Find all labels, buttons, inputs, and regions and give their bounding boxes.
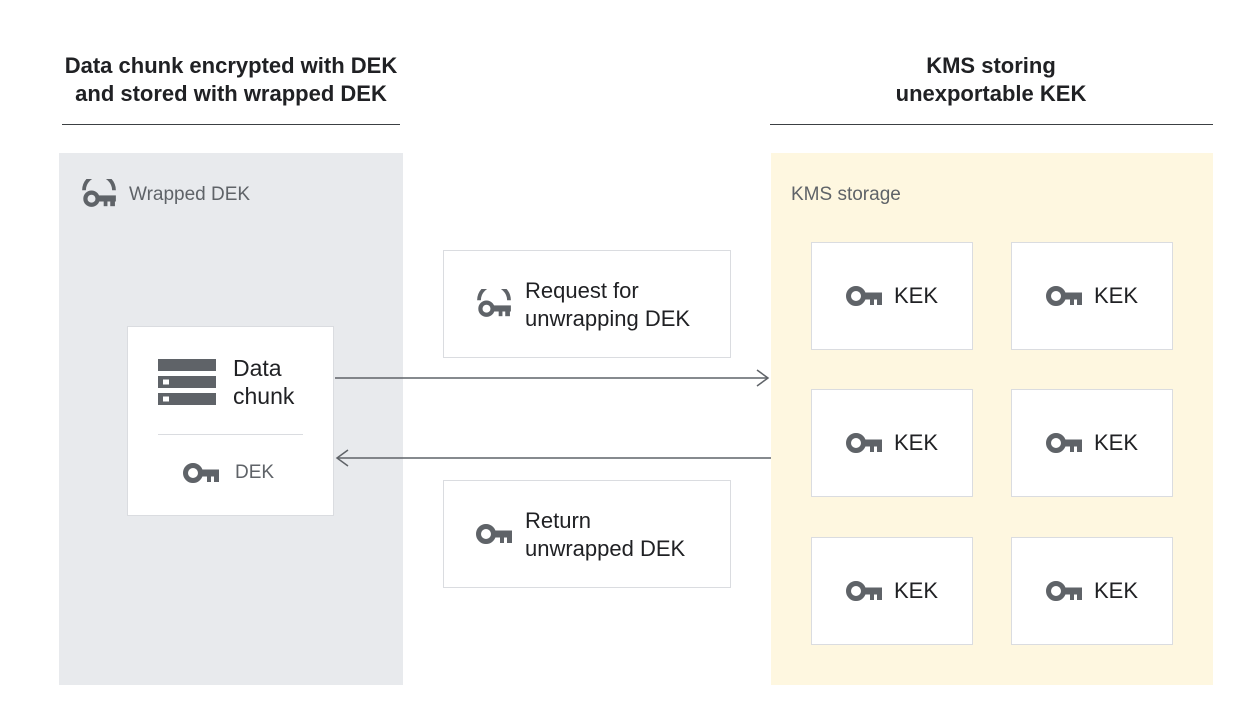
kek-box: KEK: [1011, 537, 1173, 645]
right-heading-divider: [770, 124, 1213, 125]
right-heading-line1: KMS storing: [926, 53, 1056, 78]
request-message-text: Request for unwrapping DEK: [525, 277, 690, 333]
return-line2: unwrapped DEK: [525, 536, 686, 561]
kek-key-icon: [846, 432, 882, 454]
database-icon: [158, 359, 216, 405]
request-line2: unwrapping DEK: [525, 306, 691, 331]
kek-box: KEK: [811, 242, 973, 350]
return-line1: Return: [525, 508, 592, 533]
kek-key-icon: [846, 580, 882, 602]
right-heading-line2: unexportable KEK: [895, 81, 1087, 106]
return-arrow: [335, 449, 771, 467]
left-heading: Data chunk encrypted with DEK and stored…: [40, 52, 422, 108]
kek-key-icon: [1046, 580, 1082, 602]
wrapped-dek-label: Wrapped DEK: [129, 184, 251, 205]
kek-label: KEK: [1093, 578, 1139, 603]
left-heading-line2: and stored with wrapped DEK: [75, 81, 387, 106]
return-message-text: Return unwrapped DEK: [525, 507, 685, 563]
kek-box: KEK: [1011, 389, 1173, 497]
request-message-box: [443, 250, 731, 358]
data-chunk-label: Data chunk: [233, 354, 294, 410]
request-line1: Request for: [525, 278, 639, 303]
kek-box: KEK: [1011, 242, 1173, 350]
kek-box: KEK: [811, 389, 973, 497]
right-heading: KMS storing unexportable KEK: [790, 52, 1192, 108]
kek-box: KEK: [811, 537, 973, 645]
kek-label: KEK: [893, 283, 939, 308]
kek-key-icon: [846, 285, 882, 307]
kek-label: KEK: [1093, 430, 1139, 455]
kek-key-icon: [1046, 432, 1082, 454]
left-heading-divider: [62, 124, 400, 125]
request-arrow: [335, 369, 770, 387]
data-chunk-line2: chunk: [233, 383, 295, 409]
data-chunk-line1: Data: [233, 355, 282, 381]
data-chunk-card: [127, 326, 334, 516]
data-chunk-divider: [158, 434, 303, 435]
kms-storage-label: KMS storage: [791, 184, 901, 205]
left-heading-line1: Data chunk encrypted with DEK: [64, 53, 398, 78]
kek-key-icon: [1046, 285, 1082, 307]
kek-label: KEK: [893, 430, 939, 455]
dek-label: DEK: [235, 462, 275, 483]
kek-label: KEK: [1093, 283, 1139, 308]
kek-label: KEK: [893, 578, 939, 603]
